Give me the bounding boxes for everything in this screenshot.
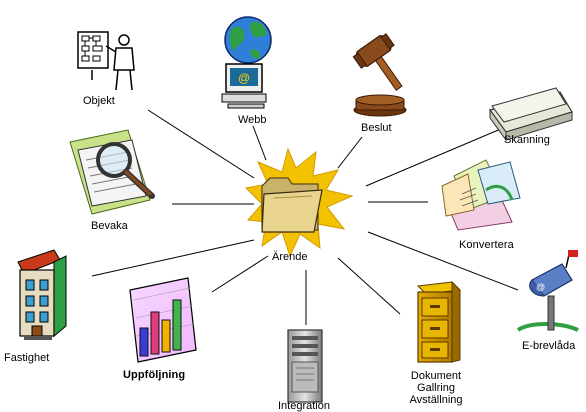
server-tower-icon <box>287 329 323 403</box>
node-label-integration: Integration <box>278 400 330 412</box>
connector-e-brevlada <box>367 231 519 291</box>
globe-computer-icon: @ <box>221 16 272 109</box>
building-icon <box>17 249 67 340</box>
connector-lines <box>91 109 519 325</box>
node-label-center: Ärende <box>272 251 308 263</box>
bar-chart-icon <box>129 277 197 363</box>
connector-dokument <box>337 257 401 315</box>
scanner-icon <box>488 87 573 142</box>
node-label-beslut: Beslut <box>361 122 392 134</box>
node-label-skanning: Skanning <box>504 134 550 146</box>
svg-text:@: @ <box>536 282 545 292</box>
node-label-konvertera: Konvertera <box>459 239 514 251</box>
magnifier-document-icon <box>69 129 155 215</box>
presenter-flowchart-icon <box>77 31 135 91</box>
connector-beslut <box>337 136 363 169</box>
node-label-webb: Webb <box>238 114 267 126</box>
connector-fastighet <box>91 239 255 277</box>
node-label-fastighet: Fastighet <box>4 352 50 364</box>
connector-objekt <box>147 109 255 179</box>
node-label-dokument: Dokument Gallring Avställning <box>409 370 463 406</box>
connector-webb <box>252 125 267 161</box>
file-cabinet-icon <box>416 280 462 363</box>
papers-icon <box>441 159 521 231</box>
connector-uppfoljning <box>211 255 269 293</box>
node-label-bevaka: Bevaka <box>91 220 128 232</box>
mailbox-icon: @ <box>516 249 579 332</box>
svg-text:@: @ <box>238 71 250 85</box>
gavel-icon <box>352 33 407 117</box>
node-label-uppfoljning: Uppföljning <box>123 369 186 381</box>
node-label-objekt: Objekt <box>83 95 115 107</box>
folder-icon <box>244 147 354 258</box>
connector-skanning <box>365 127 504 187</box>
node-label-e-brevlada: E-brevlåda <box>522 340 576 352</box>
